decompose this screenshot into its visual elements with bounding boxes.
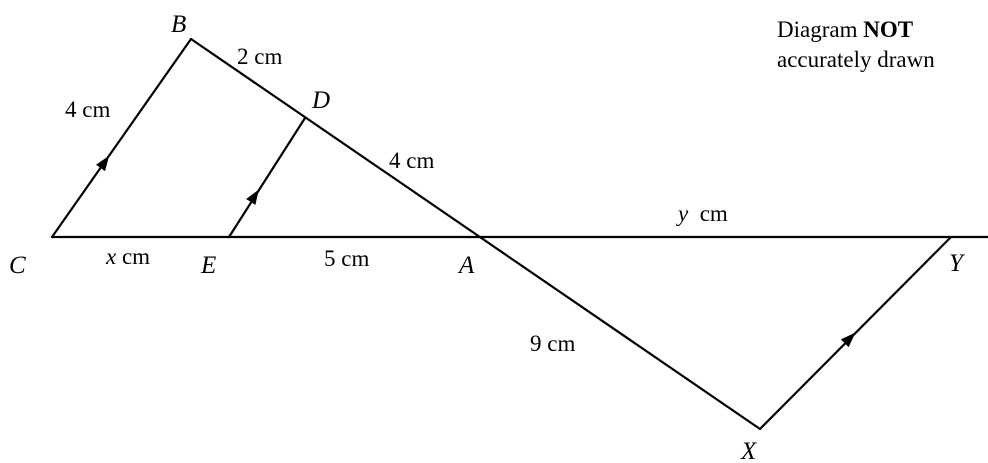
note-text-diagram: Diagram xyxy=(777,17,863,42)
unit-cm-ay: cm xyxy=(688,201,728,226)
length-label-cb: 4 cm xyxy=(65,97,110,122)
segment-xy xyxy=(758,235,953,431)
parallel-arrow-xy xyxy=(840,332,856,348)
parallel-arrow-cb xyxy=(96,155,110,172)
length-label-bd: 2 cm xyxy=(237,44,282,69)
segment-cb xyxy=(50,37,193,239)
point-label-y: Y xyxy=(949,250,966,277)
point-label-x: X xyxy=(740,438,758,463)
note-line-2: accurately drawn xyxy=(777,47,935,72)
length-label-ax: 9 cm xyxy=(530,331,575,356)
point-label-b: B xyxy=(171,11,186,38)
point-label-e: E xyxy=(200,252,216,279)
point-label-c: C xyxy=(9,252,26,279)
length-label-ea: 5 cm xyxy=(324,246,369,271)
segment-bx xyxy=(189,37,762,431)
length-label-da: 4 cm xyxy=(389,148,434,173)
unit-cm-ce: cm xyxy=(116,244,150,269)
parallel-arrow-ed xyxy=(246,189,259,206)
segment-ed xyxy=(227,116,307,239)
length-label-ay: y cm xyxy=(676,201,728,226)
variable-x: x xyxy=(105,244,117,269)
point-label-d: D xyxy=(311,87,330,114)
length-label-ce: x cm xyxy=(105,244,150,269)
note-text-not: NOT xyxy=(863,17,913,42)
note-line-1: Diagram NOT xyxy=(777,17,913,42)
point-label-a: A xyxy=(457,252,475,279)
variable-y: y xyxy=(676,201,689,226)
